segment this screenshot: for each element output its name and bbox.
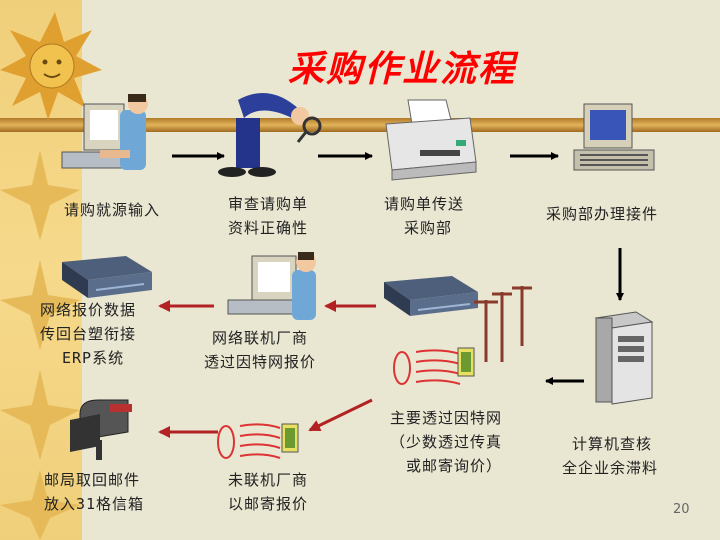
label-send-line1: 请购单传送: [384, 195, 465, 213]
label-review-line1: 审查请购单: [228, 195, 309, 213]
label-handle: 采购部办理接件: [546, 205, 659, 223]
label-mail-line2: 放入31格信箱: [44, 495, 145, 513]
flow-arrow: [158, 300, 376, 438]
label-send-line2: 采购部: [404, 219, 453, 237]
label-main-line3: 或邮寄询价）: [406, 457, 503, 475]
server-icon: [594, 311, 654, 405]
person-at-computer-icon: [61, 94, 148, 170]
label-online-line1: 网络联机厂商: [212, 329, 309, 347]
computer-terminal-icon: [573, 103, 655, 171]
letter-icon: [393, 347, 475, 385]
label-input: 请购就源输入: [64, 201, 161, 219]
star-icon: [0, 150, 80, 540]
flow-arrow: [172, 152, 624, 385]
inspector-icon: [218, 92, 322, 177]
page-number: 20: [673, 502, 690, 517]
telephone-poles-icon: [474, 286, 532, 362]
mailbox-icon: [70, 399, 132, 460]
label-online-line2: 透过因特网报价: [204, 353, 317, 371]
label-review-line2: 资料正确性: [228, 219, 309, 237]
person-at-computer-icon: [227, 252, 316, 320]
label-erp-line2: 传回台塑衔接: [40, 325, 137, 343]
printer-icon: [385, 99, 477, 181]
server-icon: [62, 256, 152, 298]
server-icon: [384, 276, 478, 316]
label-check-line2: 全企业余滞料: [562, 459, 659, 477]
letter-icon: [217, 423, 299, 459]
label-main-line1: 主要透过因特网: [390, 409, 503, 427]
sun-icon: [0, 12, 102, 120]
label-erp-line1: 网络报价数据: [40, 301, 137, 319]
label-erp-line3: ERP系统: [62, 349, 125, 367]
label-check-line1: 计算机查核: [572, 435, 653, 453]
header-rule: [0, 118, 720, 132]
label-offline-line1: 未联机厂商: [228, 471, 309, 489]
label-offline-line2: 以邮寄报价: [228, 495, 309, 513]
label-main-line2: （少数透过传真: [390, 433, 503, 451]
label-mail-line1: 邮局取回邮件: [44, 471, 141, 489]
slide-title: 采购作业流程: [288, 48, 517, 90]
